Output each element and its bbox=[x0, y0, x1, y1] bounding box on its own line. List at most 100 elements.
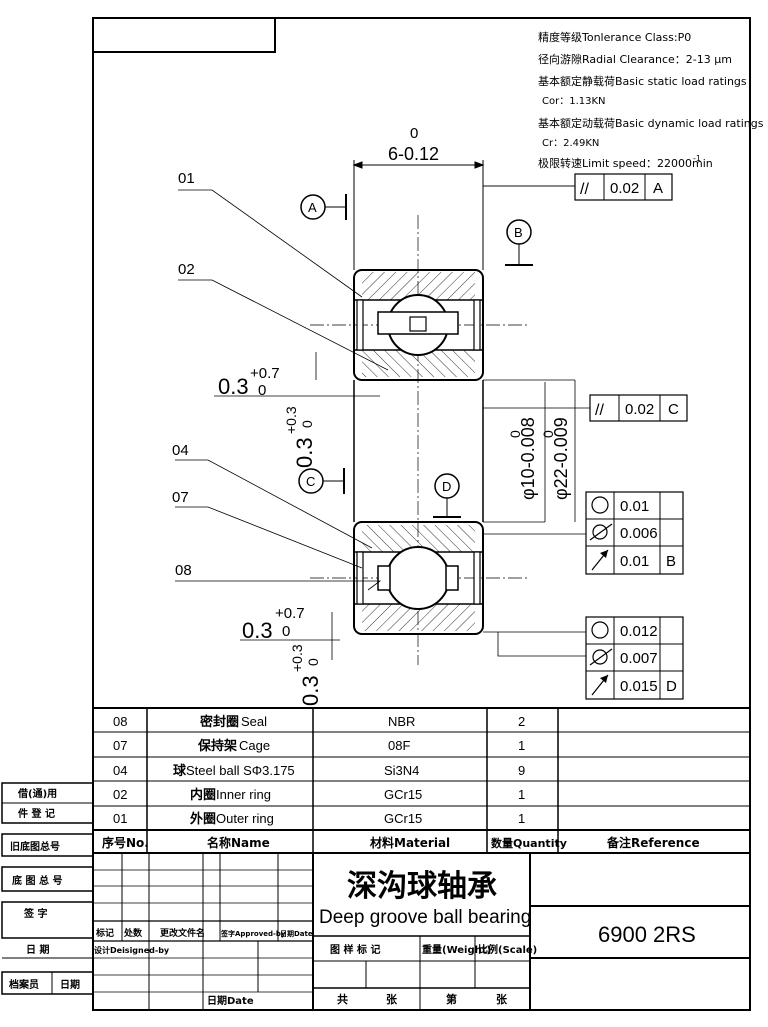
svg-text:Seal: Seal bbox=[241, 714, 267, 729]
spec-block: 精度等级Tonlerance Class:P0 径向游隙Radial Clear… bbox=[538, 30, 764, 170]
weight-label: 重量(Weight) bbox=[422, 943, 491, 956]
svg-text:1: 1 bbox=[518, 811, 525, 826]
spec-static-title: 基本额定静载荷Basic static load ratings bbox=[538, 74, 747, 88]
svg-text:0.015: 0.015 bbox=[620, 678, 658, 695]
svg-text:0.3: 0.3 bbox=[292, 437, 317, 468]
rev-header: 处数 bbox=[123, 927, 143, 939]
table-row: 08 密封圈 Seal NBR 2 bbox=[113, 714, 525, 730]
side-label: 日 期 bbox=[26, 943, 49, 956]
svg-text:GCr15: GCr15 bbox=[384, 787, 422, 802]
spec-dynamic-title: 基本额定动载荷Basic dynamic load ratings bbox=[538, 116, 764, 130]
callouts: 01 02 04 07 08 bbox=[172, 170, 195, 579]
spec-speed-sup: -1 bbox=[693, 154, 701, 163]
tol-frame-group-1: 0.01 0.006 0.01 B bbox=[483, 491, 684, 575]
bom-rows: 08 密封圈 Seal NBR 2 07 保持架 Cage 08F 1 04 球… bbox=[102, 714, 700, 850]
svg-text:备注Reference: 备注Reference bbox=[606, 835, 700, 850]
spec-dynamic-value: Cr：2.49KN bbox=[542, 138, 599, 149]
svg-text:材料Material: 材料Material bbox=[369, 835, 450, 850]
side-label: 件 登 记 bbox=[18, 807, 55, 820]
datum-c: C bbox=[298, 468, 345, 494]
tol-frame-parallel-a: // 0.02 A bbox=[483, 173, 673, 201]
side-register bbox=[1, 782, 94, 995]
sample-mark: 图 样 标 记 bbox=[330, 943, 380, 956]
svg-text:C: C bbox=[306, 474, 315, 489]
svg-text:02: 02 bbox=[113, 787, 127, 802]
bom-table bbox=[93, 707, 750, 854]
corner-box bbox=[92, 17, 276, 53]
leader-lines bbox=[175, 189, 389, 591]
width-dim-top: 0 bbox=[410, 125, 418, 142]
svg-text:+0.3: +0.3 bbox=[283, 406, 299, 434]
svg-text:2: 2 bbox=[518, 714, 525, 729]
svg-text:+0.7: +0.7 bbox=[250, 365, 280, 382]
svg-text://: // bbox=[580, 181, 589, 198]
svg-text:D: D bbox=[666, 678, 677, 695]
chamfer-upper: 0.3 +0.7 0 0.3 +0.3 0 bbox=[214, 352, 317, 468]
title-block bbox=[93, 853, 750, 1010]
sheets-label-2: 张 bbox=[496, 992, 508, 1006]
svg-text:0.006: 0.006 bbox=[620, 525, 658, 542]
svg-text:内圈: 内圈 bbox=[190, 787, 216, 803]
svg-text:01: 01 bbox=[113, 811, 127, 826]
designed-by: 设计Deisigned-by bbox=[94, 945, 170, 955]
svg-text:0.01: 0.01 bbox=[620, 498, 649, 515]
svg-text:A: A bbox=[308, 200, 317, 215]
svg-text:9: 9 bbox=[518, 763, 525, 778]
chamfer-lower: 0.3 +0.7 0 0.3 +0.3 0 bbox=[240, 605, 340, 706]
spec-clearance: 径向游隙Radial Clearance：2-13 μm bbox=[538, 52, 732, 66]
svg-text:1: 1 bbox=[518, 738, 525, 753]
svg-text:Outer ring: Outer ring bbox=[216, 811, 274, 826]
svg-text:C: C bbox=[668, 401, 679, 418]
lower-section bbox=[353, 521, 484, 635]
total-label: 共 bbox=[337, 992, 348, 1006]
scale-label: 比例(Scale) bbox=[478, 943, 537, 956]
title-en: Deep groove ball bearing bbox=[319, 907, 531, 928]
callout-04: 04 bbox=[172, 442, 189, 459]
svg-text:0.02: 0.02 bbox=[625, 401, 654, 418]
svg-text:保持架: 保持架 bbox=[197, 738, 237, 754]
datum-b: B bbox=[505, 219, 533, 266]
od-dim-top: 0 bbox=[540, 430, 556, 438]
table-row: 04 球 Steel ball SΦ3.175 Si3N4 9 bbox=[113, 763, 525, 779]
rev-header: 签字Approved-by bbox=[220, 929, 286, 938]
svg-text:07: 07 bbox=[113, 738, 127, 753]
sheet-label: 第 bbox=[446, 992, 457, 1006]
spec-speed: 极限转速Limit speed：22000min bbox=[538, 156, 713, 170]
rev-header: 标记 bbox=[95, 927, 114, 939]
svg-text:0: 0 bbox=[305, 658, 321, 666]
callout-07: 07 bbox=[172, 489, 189, 506]
svg-text:08: 08 bbox=[113, 714, 127, 729]
width-dimension bbox=[352, 160, 485, 270]
svg-text:球: 球 bbox=[173, 763, 187, 779]
od-dim: φ22-0.009 bbox=[551, 417, 571, 500]
svg-text:序号No.: 序号No. bbox=[102, 835, 149, 850]
bore-dim: φ10-0.008 bbox=[518, 417, 538, 500]
sheets-label: 张 bbox=[386, 992, 398, 1006]
svg-text:0.3: 0.3 bbox=[242, 618, 273, 643]
svg-text:0: 0 bbox=[258, 382, 266, 399]
bore-dim-top: 0 bbox=[507, 430, 523, 438]
svg-text:NBR: NBR bbox=[388, 714, 415, 729]
svg-text:D: D bbox=[442, 479, 451, 494]
tol-frame-group-2: 0.012 0.007 0.015 D bbox=[483, 616, 684, 700]
upper-section bbox=[353, 269, 484, 381]
svg-text:Steel ball SΦ3.175: Steel ball SΦ3.175 bbox=[186, 763, 295, 778]
rev-header: 日期Date bbox=[280, 929, 313, 938]
table-row: 02 内圈 Inner ring GCr15 1 bbox=[113, 787, 525, 803]
callout-01: 01 bbox=[178, 170, 195, 187]
side-label: 旧底图总号 bbox=[10, 840, 60, 853]
side-label: 借(通)用 bbox=[17, 787, 57, 800]
svg-text:Cage: Cage bbox=[239, 738, 270, 753]
callout-08: 08 bbox=[175, 562, 192, 579]
table-header-row: 序号No. 名称Name 材料Material 数量Quantity 备注Ref… bbox=[102, 835, 700, 850]
title-cn: 深沟球轴承 bbox=[347, 869, 497, 904]
svg-text:A: A bbox=[653, 180, 663, 197]
tol-frame-parallel-c: // 0.02 C bbox=[589, 394, 688, 422]
part-number: 6900 2RS bbox=[598, 922, 696, 947]
svg-text:0: 0 bbox=[299, 420, 315, 428]
svg-text:08F: 08F bbox=[388, 738, 410, 753]
svg-text:+0.3: +0.3 bbox=[289, 644, 305, 672]
svg-text:0.02: 0.02 bbox=[610, 180, 639, 197]
drawing-frame bbox=[92, 17, 751, 1011]
